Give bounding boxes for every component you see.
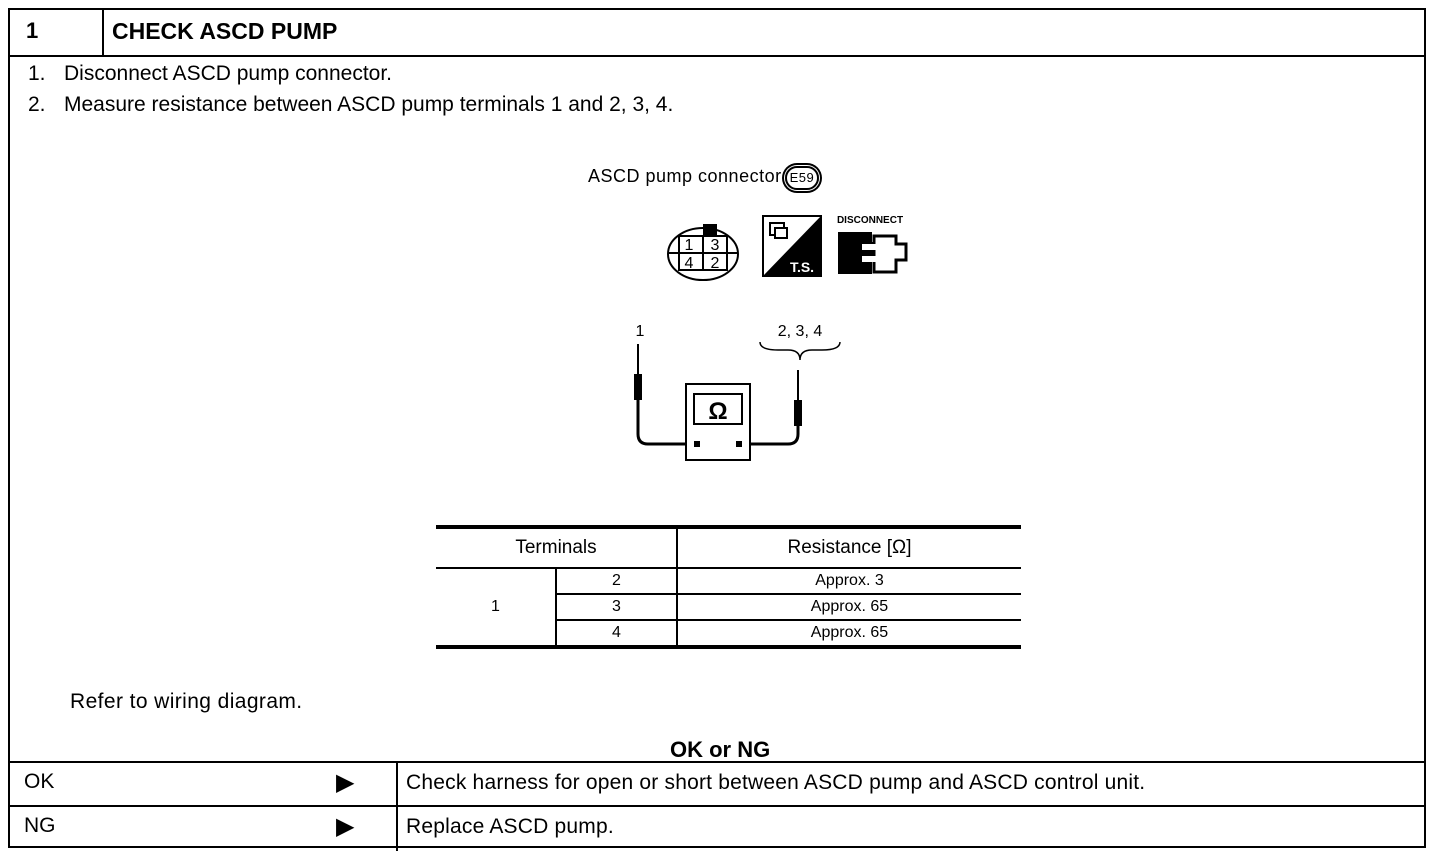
step-number: 1 [10, 10, 104, 55]
probe-label-right: 2, 3, 4 [778, 323, 823, 340]
arrow-right-icon: ▶ [336, 769, 355, 796]
brace-icon [759, 341, 841, 361]
to-terminal-cell: 3 [554, 594, 677, 621]
probe-label-left: 1 [636, 323, 645, 340]
divider [396, 807, 398, 851]
arrow-right-icon: ▶ [336, 813, 355, 840]
refer-wiring-text: Refer to wiring diagram. [70, 690, 303, 713]
instruction-number: 2. [28, 93, 46, 116]
result-label-ng: NG [24, 814, 56, 837]
col-header-resistance: Resistance [Ω] [676, 525, 1021, 569]
resistance-table: Terminals Resistance [Ω] 1 2 Approx. 3 3… [436, 525, 1021, 649]
procedure-sheet: 1 CHECK ASCD PUMP 1. Disconnect ASCD pump… [8, 8, 1426, 851]
ok-or-ng-heading: OK or NG [670, 737, 771, 762]
resistance-cell: Approx. 65 [676, 594, 1021, 621]
resistance-cell: Approx. 65 [676, 620, 1021, 649]
to-terminal-cell: 4 [554, 620, 677, 649]
resistance-cell: Approx. 3 [676, 568, 1021, 595]
pin-label: 1 [685, 237, 694, 254]
result-label-ok: OK [24, 770, 55, 793]
ohm-symbol: Ω [708, 398, 727, 425]
pin-label: 2 [711, 255, 720, 272]
disconnect-icon: DISCONNECT [837, 215, 908, 274]
instruction-number: 1. [28, 62, 46, 85]
ts-label: T.S. [790, 259, 814, 275]
to-terminal-cell: 2 [554, 568, 677, 595]
instruction-text: Measure resistance between ASCD pump ter… [64, 93, 674, 116]
from-terminal-cell: 1 [436, 568, 556, 649]
instruction-text: Disconnect ASCD pump connector. [64, 62, 393, 85]
connector-face-icon: 1 3 4 2 [667, 224, 739, 281]
disconnect-label: DISCONNECT [837, 215, 903, 226]
table-header-row: Terminals Resistance [Ω] [436, 525, 1021, 569]
result-action-ng: Replace ASCD pump. [406, 815, 614, 838]
step-title: CHECK ASCD PUMP [112, 18, 338, 44]
connector-caption-text: ASCD pump connector [588, 166, 782, 186]
divider [396, 763, 398, 807]
result-action-ok: Check harness for open or short between … [406, 771, 1146, 794]
connector-code-badge: E59 [784, 166, 820, 190]
result-row-ng: NG ▶ Replace ASCD pump. [10, 805, 1424, 851]
instruction-2: 2. Measure resistance between ASCD pump t… [28, 93, 673, 117]
step-header: 1 CHECK ASCD PUMP [10, 10, 1424, 57]
result-row-ok: OK ▶ Check harness for open or short bet… [10, 761, 1424, 807]
table-row: 1 2 Approx. 3 [436, 568, 1021, 649]
instruction-1: 1. Disconnect ASCD pump connector. [28, 62, 392, 86]
pin-label: 3 [711, 237, 720, 254]
terminal-side-icon: T.S. [762, 215, 822, 277]
col-header-terminals: Terminals [436, 525, 677, 569]
ohmmeter-diagram: 1 2, 3, 4 Ω [634, 323, 841, 461]
pin-label: 4 [685, 255, 694, 272]
table-row: 4 Approx. 65 [436, 620, 1021, 649]
table-row: 3 Approx. 65 [436, 594, 1021, 621]
